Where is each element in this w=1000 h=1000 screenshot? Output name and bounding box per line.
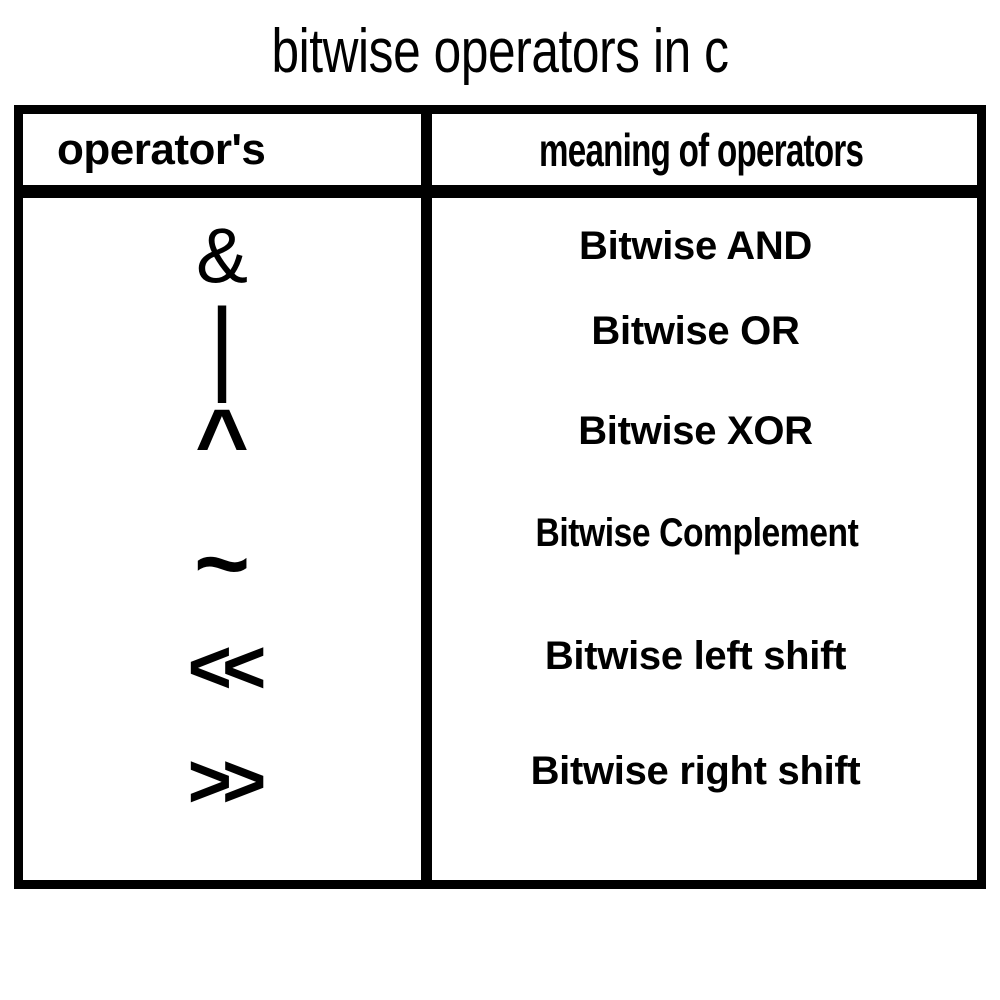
table-header-row: operator's meaning of operators [23,114,977,198]
page-title: bitwise operators in c [271,17,729,86]
body-column-divider [421,198,432,880]
operator-meaning: Bitwise right shift [530,749,861,793]
table-header-label-operators: operator's [57,124,266,174]
operator-meaning: Bitwise XOR [578,409,813,453]
operator-symbol: & [195,211,249,299]
bitwise-operators-table: operator's meaning of operators & Bitwis… [14,105,986,889]
operator-symbol: | [208,288,236,404]
table-header-cell-meaning: meaning of operators [432,114,977,185]
operator-meaning: Bitwise left shift [544,634,847,678]
operator-symbol: << [187,625,267,710]
operator-meaning: Bitwise Complement [535,511,859,555]
operator-meaning: Bitwise AND [578,224,813,268]
header-column-divider [421,114,432,185]
table-header-label-meaning: meaning of operators [539,123,864,176]
operator-symbol: ^ [195,391,249,493]
operator-symbol: ~ [193,510,251,617]
table-body: & Bitwise AND | Bitwise OR ^ Bitwise XOR… [23,198,977,880]
table-header-cell-operators: operator's [23,114,421,185]
operator-meaning: Bitwise OR [591,309,800,353]
operator-symbol: >> [187,739,267,824]
